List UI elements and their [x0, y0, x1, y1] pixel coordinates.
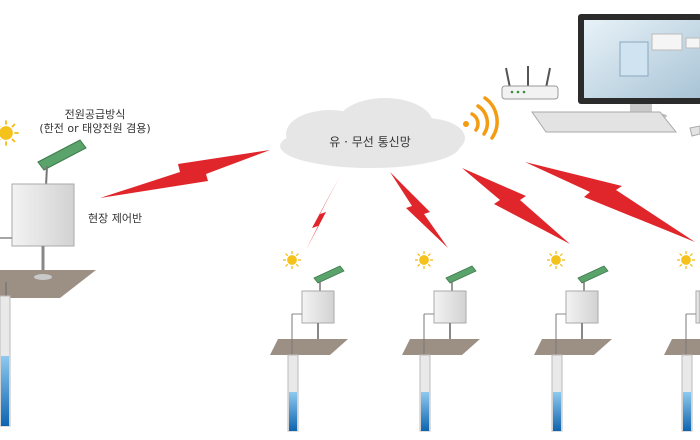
power-supply-title: 전원공급방식 [64, 108, 126, 121]
solar-panel-icon [577, 265, 609, 284]
well-icon [681, 314, 693, 432]
lightning-icon [462, 168, 570, 244]
keyboard-icon [531, 111, 700, 137]
lightning-icon [525, 162, 695, 242]
solar-panel-icon [445, 265, 477, 284]
field-station [534, 250, 612, 432]
wifi-icon [463, 96, 499, 140]
power-supply-subtitle: (한전 or 태양전원 겸용) [39, 122, 151, 135]
sun-icon [0, 119, 20, 147]
network-label: 유 · 무선 통신망 [329, 135, 411, 149]
control-box-icon [433, 290, 467, 324]
lightning-icon [390, 172, 448, 248]
well-icon [287, 314, 299, 432]
sun-icon [546, 250, 566, 270]
sun-icon [282, 250, 302, 270]
well-icon [0, 282, 11, 427]
lightning-icon [306, 176, 340, 250]
control-box-icon [0, 183, 75, 276]
monitor-icon [578, 14, 700, 120]
control-box-icon [565, 290, 599, 324]
control-box-icon [301, 290, 335, 324]
well-icon [419, 314, 431, 432]
solar-panel-icon [37, 139, 87, 187]
cloud-icon [280, 98, 465, 168]
router-icon [501, 66, 559, 100]
field-station [664, 250, 700, 432]
power-supply-label: 전원공급방식 (한전 or 태양전원 겸용) [20, 108, 170, 136]
well-icon [551, 314, 563, 432]
field-station [270, 250, 348, 432]
ground-slab [0, 270, 96, 298]
solar-panel-icon [313, 265, 345, 284]
field-panel-label: 현장 제어반 [88, 212, 143, 225]
field-station [402, 250, 480, 432]
lightning-icon [100, 150, 270, 198]
sun-icon [414, 250, 434, 270]
sun-icon [676, 250, 696, 270]
control-box-icon [695, 290, 700, 324]
